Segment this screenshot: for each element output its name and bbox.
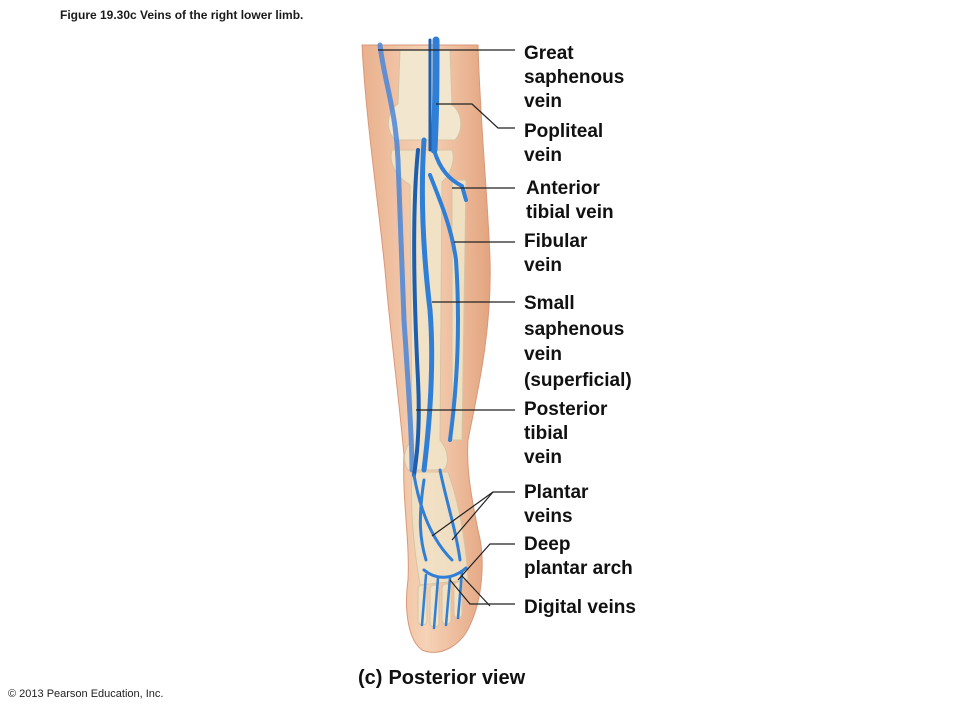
deep-plantar-arch-path — [422, 566, 468, 579]
small-saphenous-vein-path — [419, 137, 435, 473]
label-digital-veins: Digital veins — [524, 597, 636, 618]
tibia — [390, 149, 454, 471]
leader-lines — [378, 49, 515, 607]
femur — [387, 49, 462, 141]
fibular-vein-path — [428, 173, 460, 442]
caption-text: Posterior view — [388, 667, 526, 689]
digital-veins-path — [420, 570, 464, 630]
figure-title: Figure 19.30c Veins of the right lower l… — [60, 8, 304, 22]
plantar-veins-path — [412, 468, 462, 562]
popliteal-vein-path — [430, 36, 440, 154]
posterior-tibial-vein-path — [412, 148, 421, 477]
caption-letter: (c) — [358, 667, 383, 689]
great-saphenous-vein-path — [377, 42, 415, 473]
view-caption: (c)Posterior view — [358, 667, 525, 690]
copyright-notice: © 2013 Pearson Education, Inc. — [8, 688, 164, 700]
anterior-tibial-vein-path — [432, 148, 468, 202]
